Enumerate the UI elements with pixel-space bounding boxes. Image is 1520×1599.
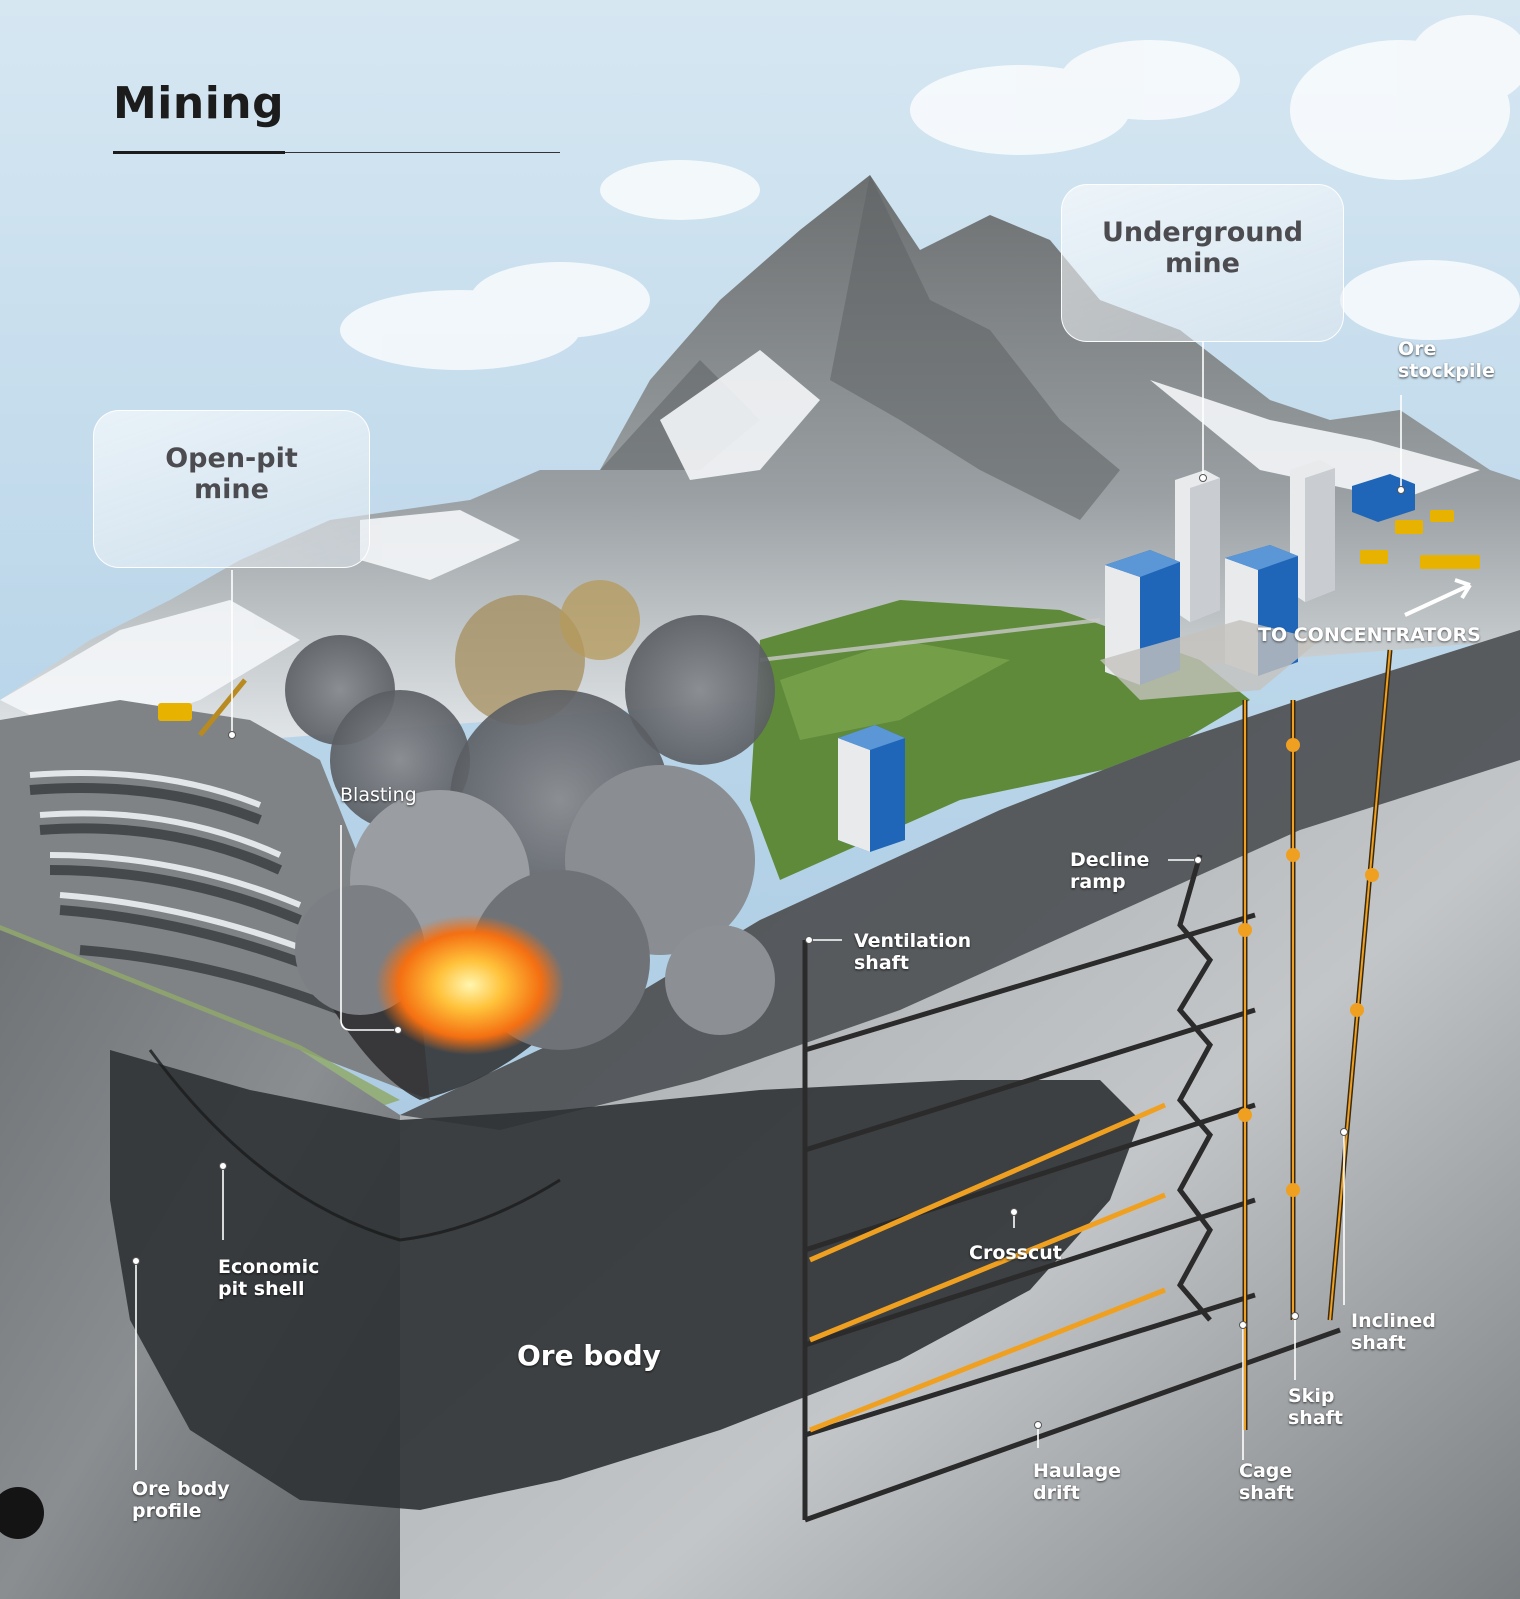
excavator-boom	[198, 678, 247, 737]
title-rule	[285, 152, 560, 153]
page-title: Mining	[113, 78, 285, 129]
decline-ramp-label: Decline ramp	[1070, 849, 1150, 893]
surface-buildings	[838, 460, 1415, 852]
cage-shaft-label: Cage shaft	[1239, 1460, 1295, 1504]
ventilation-shaft-label: Ventilation shaft	[854, 930, 972, 974]
page-marker	[0, 1487, 44, 1539]
underground-mine-callout: Underground mine	[1061, 184, 1344, 342]
blasting-label: Blasting	[340, 784, 417, 806]
open-pit-mine-callout: Open-pit mine	[93, 410, 370, 568]
skip-shaft-label: Skip shaft	[1288, 1385, 1344, 1429]
clouds	[340, 15, 1520, 370]
economic-pit-shell-line	[148, 1049, 561, 1242]
crosscut-label: Crosscut	[969, 1242, 1062, 1264]
inclined-shaft-label: Inclined shaft	[1351, 1310, 1436, 1354]
blast-fireball	[375, 915, 565, 1055]
ore-stockpile-label: Ore stockpile	[1398, 338, 1495, 382]
crosscut-conveyors	[808, 1102, 1167, 1433]
haul-truck	[158, 703, 192, 721]
economic-pit-shell-label: Economic pit shell	[218, 1256, 320, 1300]
surface-trucks	[1360, 510, 1480, 569]
leader-lines	[135, 342, 1402, 1470]
shaft-skips	[1238, 738, 1379, 1197]
to-concentrators-label: TO CONCENTRATORS	[1258, 624, 1481, 646]
ore-body-shape	[110, 1050, 1140, 1510]
ore-body-label: Ore body	[517, 1339, 661, 1372]
ore-body-profile-label: Ore body profile	[132, 1478, 230, 1522]
title-underline	[113, 151, 285, 154]
haulage-drift-label: Haulage drift	[1033, 1460, 1122, 1504]
concentrators-arrow	[1404, 583, 1471, 617]
blast-smoke	[285, 580, 775, 1050]
